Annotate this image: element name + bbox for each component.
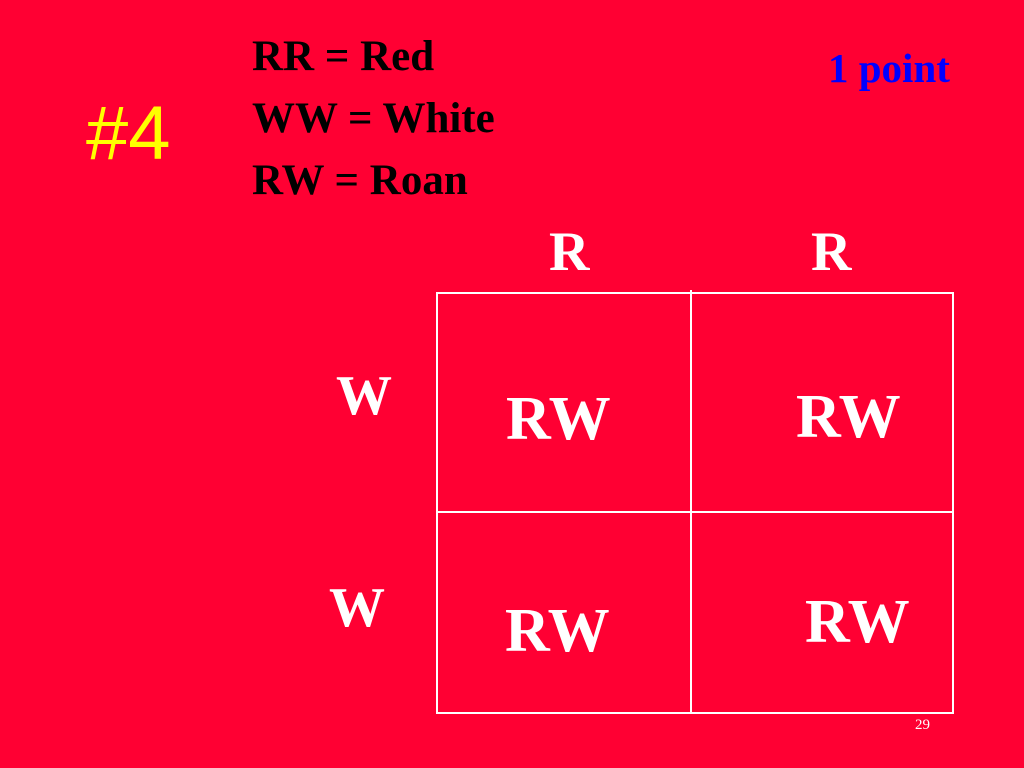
key-item-white: WW = White xyxy=(252,95,495,142)
punnett-cell-top-right: RW xyxy=(796,383,901,451)
genotype-key: RR = Red WW = White RW = Roan xyxy=(252,26,495,212)
punnett-divider-vertical xyxy=(690,290,692,714)
punnett-divider-horizontal xyxy=(436,511,954,513)
side-allele-2: W xyxy=(329,577,385,639)
page-number: 29 xyxy=(915,717,930,733)
points-label: 1 point xyxy=(828,45,950,91)
key-item-red: RR = Red xyxy=(252,33,435,80)
punnett-square xyxy=(436,292,954,714)
top-allele-1: R xyxy=(549,221,590,283)
key-item-roan: RW = Roan xyxy=(252,157,468,204)
punnett-cell-bottom-left: RW xyxy=(505,597,610,665)
top-allele-2: R xyxy=(811,221,852,283)
punnett-cell-bottom-right: RW xyxy=(805,588,910,656)
side-allele-1: W xyxy=(336,365,392,427)
question-number: #4 xyxy=(86,91,171,176)
punnett-cell-top-left: RW xyxy=(506,385,611,453)
